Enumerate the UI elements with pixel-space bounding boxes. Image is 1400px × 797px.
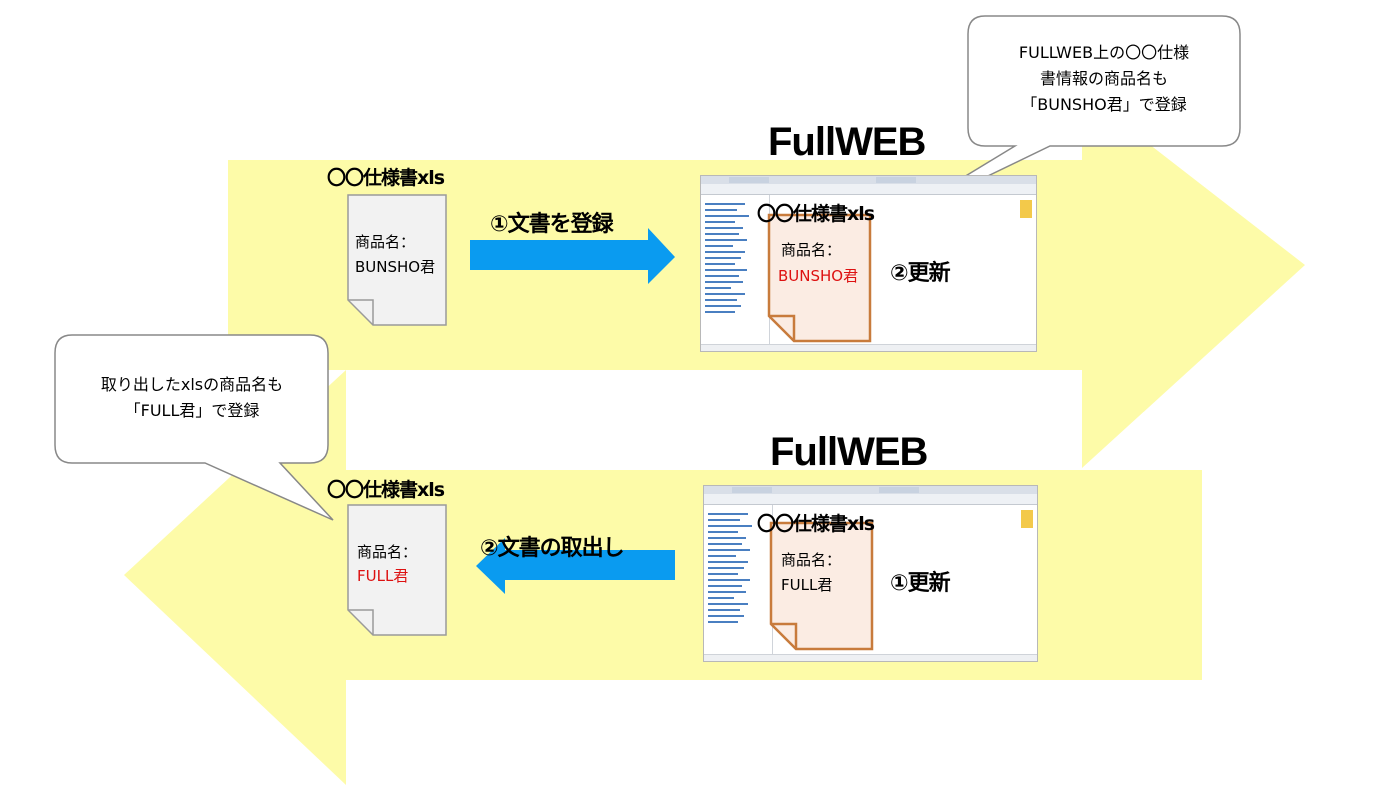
step-register-label: ①文書を登録 bbox=[490, 212, 614, 237]
local-document-bottom bbox=[347, 504, 447, 636]
fullweb-screenshot-bottom bbox=[703, 485, 1038, 662]
web-document-bottom bbox=[769, 521, 874, 651]
web-document-top bbox=[767, 213, 872, 343]
callout-text-top: FULLWEB上の〇〇仕様 書情報の商品名も 「BUNSHO君」で登録 bbox=[1018, 43, 1190, 114]
local-field-label-top: 商品名： bbox=[355, 233, 416, 251]
web-field-label-top: 商品名： bbox=[781, 241, 842, 259]
web-field-value-top: BUNSHO君 bbox=[778, 267, 859, 285]
step-checkout-label: ②文書の取出し bbox=[480, 536, 625, 561]
step-update-top: ②更新 bbox=[890, 261, 951, 286]
local-field-label-bottom: 商品名： bbox=[357, 543, 418, 561]
fullweb-title-top: FullWEB bbox=[768, 120, 926, 164]
fullweb-title-bottom: FullWEB bbox=[770, 430, 928, 474]
local-field-value-top: BUNSHO君 bbox=[355, 258, 436, 276]
callout-bubble-bottom bbox=[54, 334, 334, 521]
local-document-top bbox=[347, 194, 447, 326]
register-arrow bbox=[470, 228, 675, 284]
local-field-value-bottom: FULL君 bbox=[357, 567, 409, 585]
step-update-bottom: ①更新 bbox=[890, 571, 951, 596]
web-doc-title-top: 〇〇仕様書xls bbox=[757, 203, 875, 225]
web-field-value-bottom: FULL君 bbox=[781, 576, 833, 594]
local-doc-title-bottom: 〇〇仕様書xls bbox=[327, 479, 445, 501]
web-doc-title-bottom: 〇〇仕様書xls bbox=[757, 513, 875, 535]
checkout-arrow bbox=[476, 538, 675, 594]
callout-text-bottom: 取り出したxlsの商品名も 「FULL君」で登録 bbox=[100, 375, 284, 420]
local-doc-title-top: 〇〇仕様書xls bbox=[327, 167, 445, 189]
web-field-label-bottom: 商品名： bbox=[781, 551, 842, 569]
